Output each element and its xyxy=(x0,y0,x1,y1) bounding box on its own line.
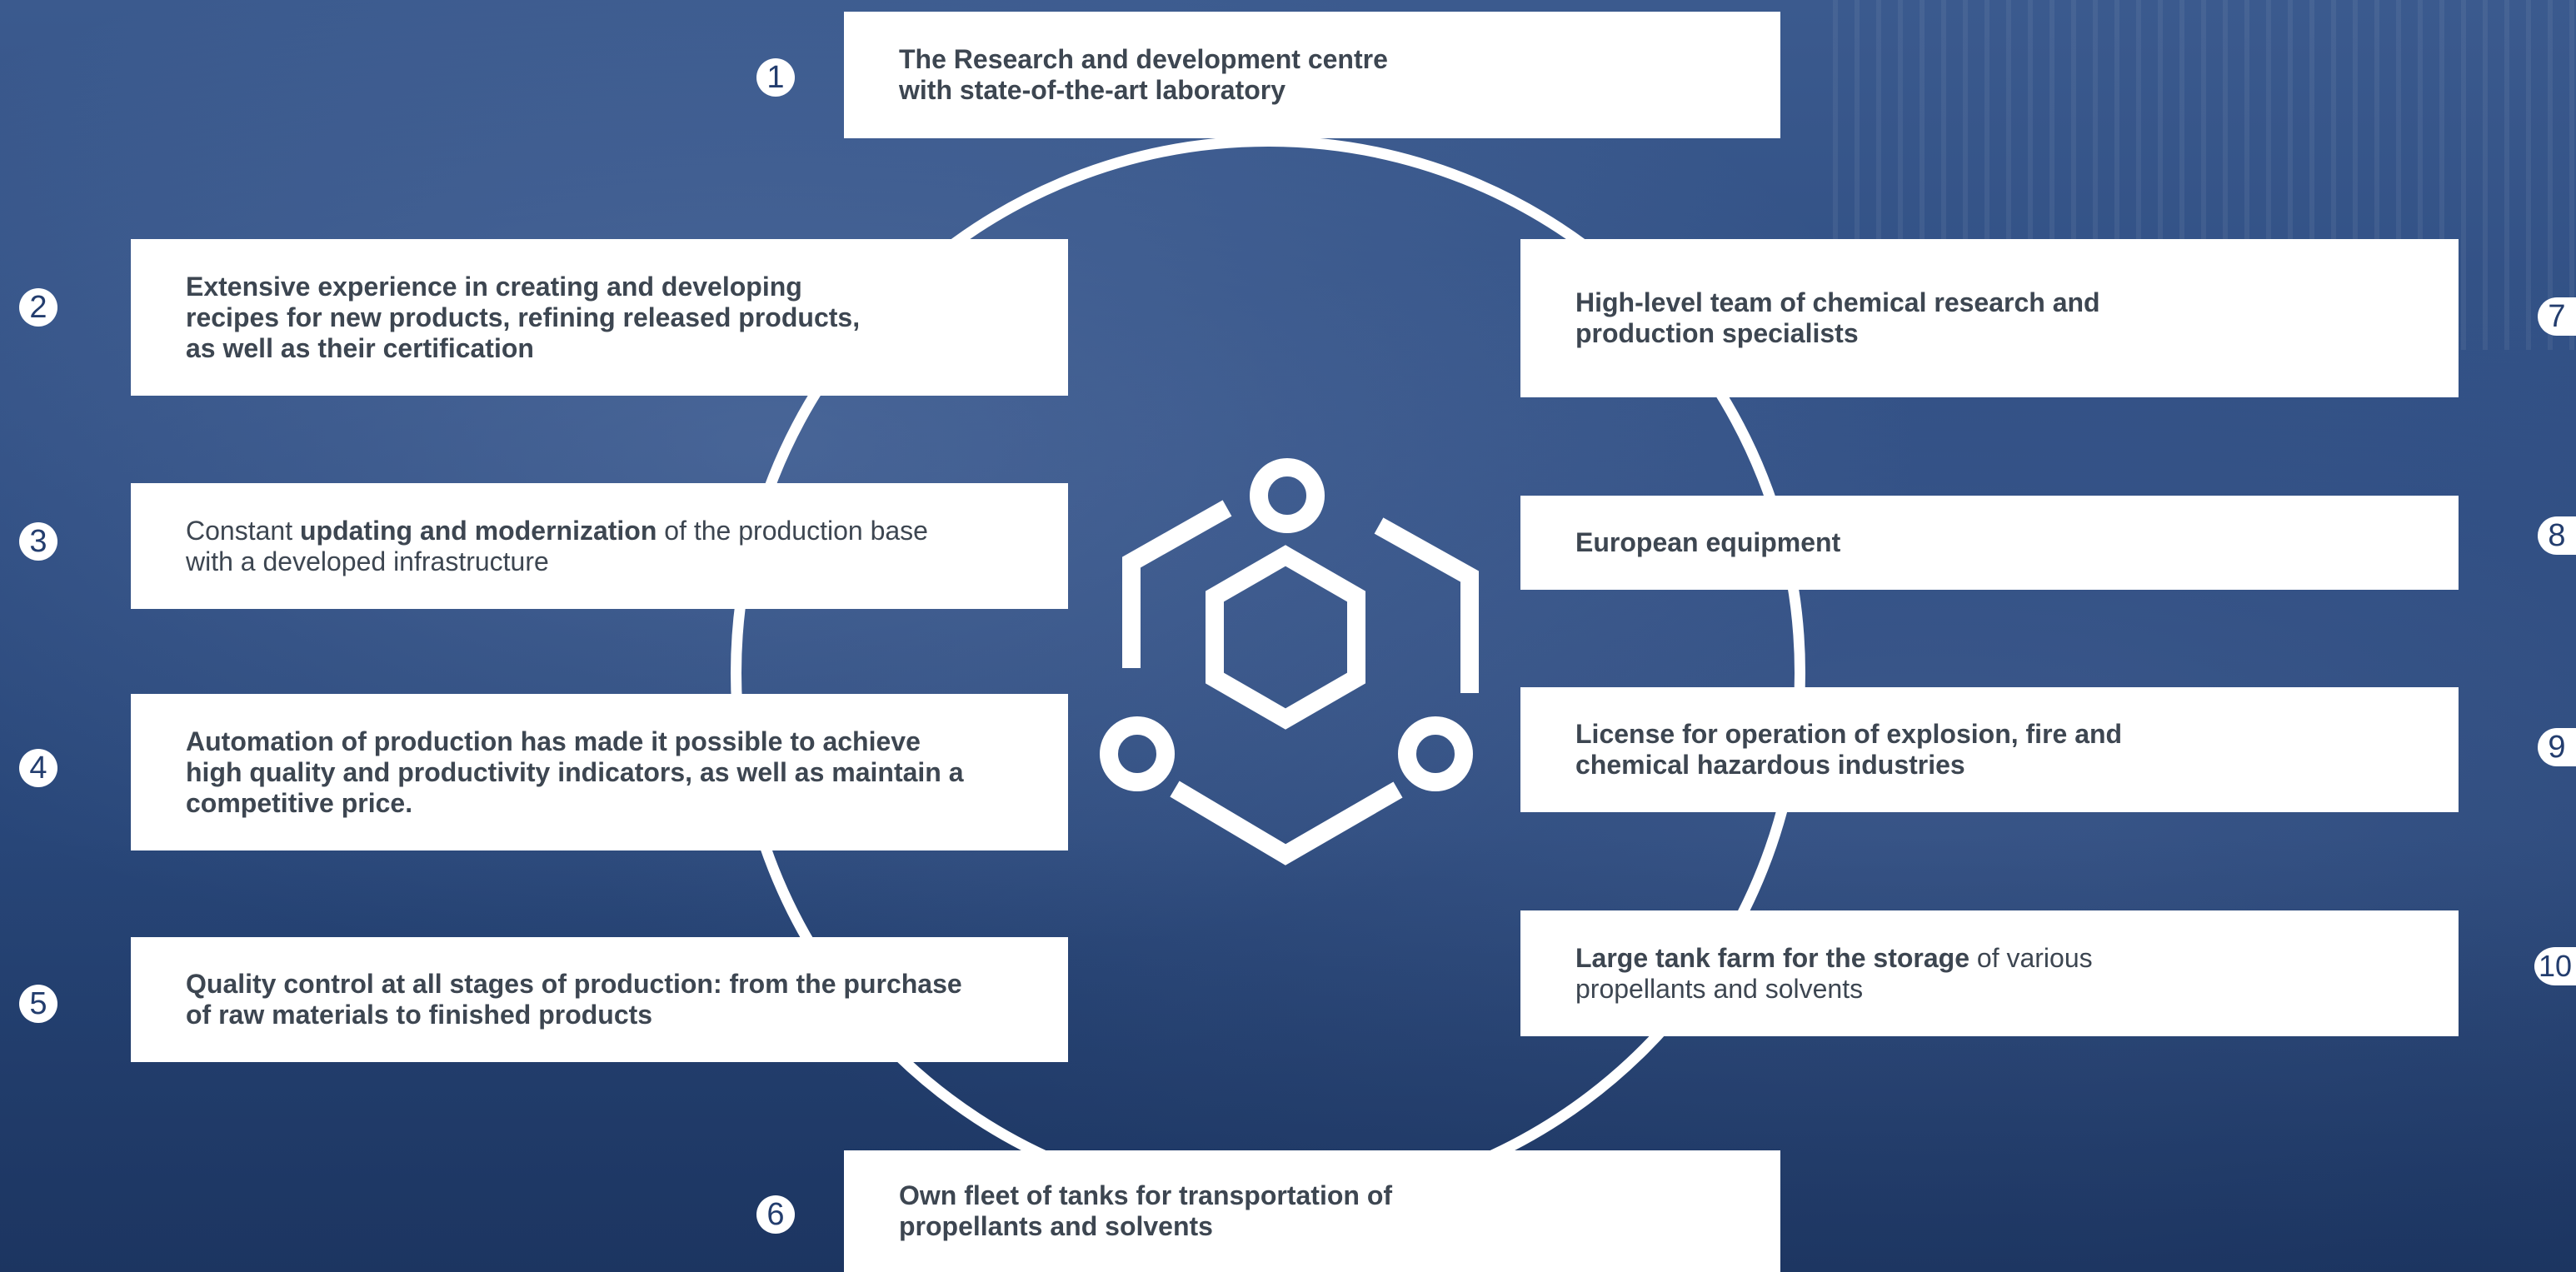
feature-card-10: Large tank farm for the storage of vario… xyxy=(1520,910,2459,1036)
feature-line: with state-of-the-art laboratory xyxy=(899,75,1725,106)
feature-text-bold: Extensive experience in creating and dev… xyxy=(186,271,802,302)
feature-text-bold: with state-of-the-art laboratory xyxy=(899,75,1286,105)
feature-card-7: High-level team of chemical research and… xyxy=(1520,239,2459,397)
item-number-3: 3 xyxy=(19,522,57,561)
feature-line: propellants and solvents xyxy=(1575,974,2292,1005)
feature-text-9: License for operation of explosion, fire… xyxy=(1575,719,2292,781)
feature-text-bold: production specialists xyxy=(1575,318,1859,348)
feature-line: high quality and productivity indicators… xyxy=(186,757,1013,788)
feature-line: Automation of production has made it pos… xyxy=(186,726,1013,757)
feature-text-bold: recipes for new products, refining relea… xyxy=(186,302,861,332)
feature-text-10: Large tank farm for the storage of vario… xyxy=(1575,943,2292,1005)
feature-line: production specialists xyxy=(1575,318,2292,349)
feature-line: Own fleet of tanks for transportation of xyxy=(899,1180,1725,1211)
feature-line: The Research and development centre xyxy=(899,44,1725,75)
feature-text-6: Own fleet of tanks for transportation of… xyxy=(899,1180,1725,1242)
feature-text-bold: propellants and solvents xyxy=(899,1211,1213,1241)
feature-text-5: Quality control at all stages of product… xyxy=(186,969,1013,1030)
feature-line: competitive price. xyxy=(186,788,1013,819)
feature-text-3: Constant updating and modernization of t… xyxy=(186,516,1013,577)
feature-line: of raw materials to finished products xyxy=(186,1000,1013,1030)
feature-text-4: Automation of production has made it pos… xyxy=(186,726,1013,819)
feature-text-bold: Automation of production has made it pos… xyxy=(186,726,921,756)
feature-line: with a developed infrastructure xyxy=(186,546,1013,577)
item-number-8: 8 xyxy=(2538,516,2576,555)
feature-line: recipes for new products, refining relea… xyxy=(186,302,1013,333)
feature-card-5: Quality control at all stages of product… xyxy=(131,937,1068,1062)
feature-text-8: European equipment xyxy=(1575,527,2404,558)
item-number-6: 6 xyxy=(756,1195,795,1234)
feature-text-bold: High-level team of chemical research and xyxy=(1575,287,2100,317)
feature-text-bold: Own fleet of tanks for transportation of xyxy=(899,1180,1393,1210)
feature-text-bold: Quality control at all stages of product… xyxy=(186,969,962,999)
feature-text-bold: chemical hazardous industries xyxy=(1575,750,1965,780)
feature-text-bold: as well as their certification xyxy=(186,332,534,363)
feature-text-regular: propellants and solvents xyxy=(1575,973,1864,1004)
item-number-7: 7 xyxy=(2538,297,2576,336)
feature-text-regular: with a developed infrastructure xyxy=(186,546,549,576)
feature-card-2: Extensive experience in creating and dev… xyxy=(131,239,1068,396)
feature-card-9: License for operation of explosion, fire… xyxy=(1520,687,2459,812)
feature-line: Constant updating and modernization of t… xyxy=(186,516,1013,546)
item-number-1: 1 xyxy=(756,58,795,97)
feature-text-regular: Constant xyxy=(186,515,300,546)
feature-card-8: European equipment xyxy=(1520,496,2459,590)
feature-line: License for operation of explosion, fire… xyxy=(1575,719,2292,750)
feature-line: propellants and solvents xyxy=(899,1211,1725,1242)
feature-text-regular: of various xyxy=(1969,942,2093,973)
item-number-2: 2 xyxy=(19,288,57,327)
feature-card-4: Automation of production has made it pos… xyxy=(131,694,1068,850)
item-number-4: 4 xyxy=(19,749,57,787)
feature-card-3: Constant updating and modernization of t… xyxy=(131,483,1068,609)
feature-text-bold: high quality and productivity indicators… xyxy=(186,756,964,787)
feature-text-bold: competitive price. xyxy=(186,787,413,818)
feature-line: Extensive experience in creating and dev… xyxy=(186,272,1013,302)
feature-line: High-level team of chemical research and xyxy=(1575,287,2292,318)
feature-text-2: Extensive experience in creating and dev… xyxy=(186,272,1013,364)
item-number-5: 5 xyxy=(19,985,57,1023)
item-number-10: 10 xyxy=(2534,947,2576,985)
molecule-hexagon-icon xyxy=(1100,458,1479,865)
feature-text-bold: License for operation of explosion, fire… xyxy=(1575,719,2123,749)
feature-text-bold: updating and modernization xyxy=(299,515,657,546)
feature-text-bold: Large tank farm for the storage xyxy=(1575,942,1969,973)
feature-card-6: Own fleet of tanks for transportation of… xyxy=(844,1150,1780,1272)
feature-line: as well as their certification xyxy=(186,333,1013,364)
item-number-9: 9 xyxy=(2538,728,2576,766)
feature-line: Quality control at all stages of product… xyxy=(186,969,1013,1000)
feature-text-bold: of raw materials to finished products xyxy=(186,1000,653,1030)
feature-text-bold: The Research and development centre xyxy=(899,44,1388,74)
feature-text-regular: of the production base xyxy=(656,515,928,546)
feature-text-bold: European equipment xyxy=(1575,527,1841,557)
feature-line: chemical hazardous industries xyxy=(1575,750,2292,781)
feature-text-7: High-level team of chemical research and… xyxy=(1575,287,2292,349)
feature-line: European equipment xyxy=(1575,527,2404,558)
feature-line: Large tank farm for the storage of vario… xyxy=(1575,943,2292,974)
